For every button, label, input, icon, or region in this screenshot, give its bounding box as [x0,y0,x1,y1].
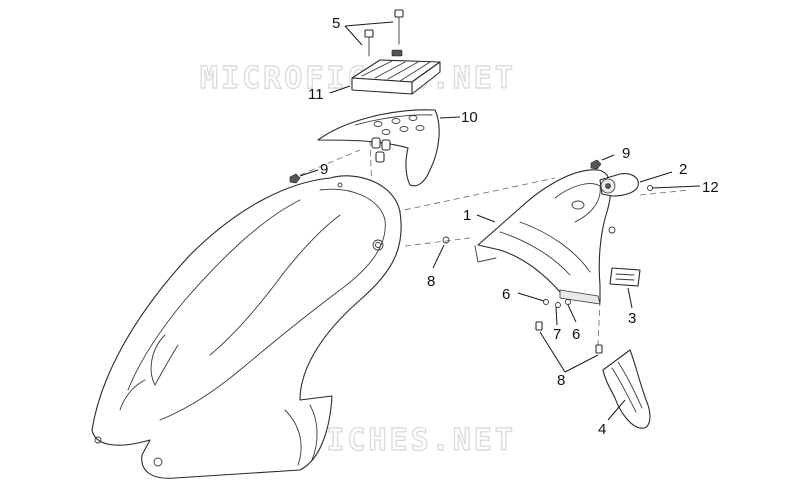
callout-8-left: 8 [427,273,435,290]
callout-4: 4 [598,421,606,438]
rear-body-cover [91,175,402,479]
callout-10: 12 [702,179,719,196]
luggage-rack [317,109,440,187]
callout-6-left: 6 [502,286,510,303]
callout-7: 7 [553,326,561,343]
screws [364,9,404,57]
fasteners [289,159,653,354]
callout-labels: 5 11 10 9 9 2 12 1 8 6 7 6 3 8 4 [308,15,719,438]
callout-12: 11 [308,86,324,103]
tail-light [599,173,639,197]
plate-light [609,267,641,287]
rear-mudguard [474,169,616,305]
callout-8-bottom: 8 [557,372,565,389]
callout-5: 5 [332,15,340,32]
callout-2: 2 [679,161,687,178]
splash-guard [602,349,651,429]
rail-pad [351,49,441,95]
callout-3: 3 [628,310,636,327]
callout-6-right: 6 [572,326,580,343]
callout-9-right: 9 [622,145,630,162]
callout-11: 10 [461,109,478,126]
callout-1: 1 [463,207,471,224]
callout-9-left: 9 [320,161,328,178]
leader-lines [299,21,701,421]
